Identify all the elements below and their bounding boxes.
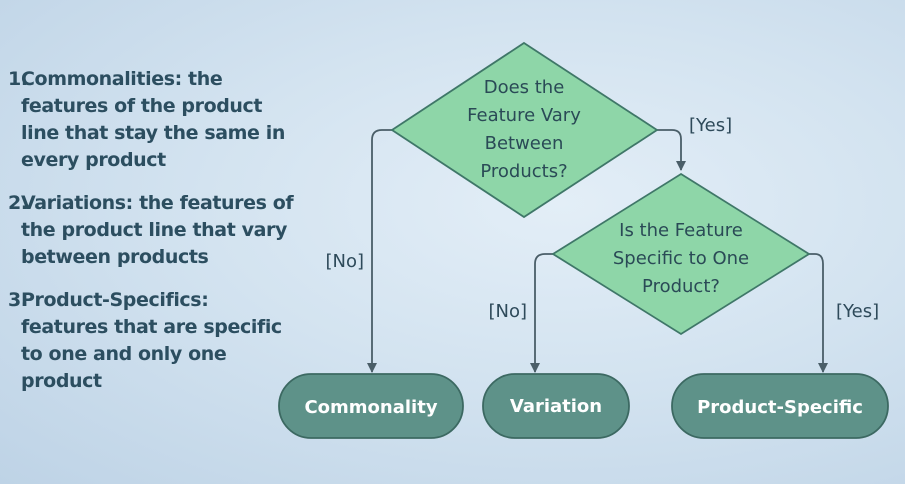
connector-d2-no [530,253,553,373]
decision-text-line: Does the [484,77,565,98]
list-item-text: Variations: the features of the product … [21,192,294,268]
label-d2-no: [No] [488,301,527,322]
terminal-shape [671,373,889,439]
list-item-text: Commonalities: the features of the produ… [21,68,285,171]
decision-text-line: Products? [480,161,567,182]
decision-diamond-shape [551,172,811,336]
list-item-commonalities: 1. Commonalities: the features of the pr… [8,66,300,174]
list-item-number: 1. [8,68,28,90]
terminal-shape [482,373,630,439]
terminal-product-specific: Product-Specific [671,373,889,439]
list-item-product-specifics: 3. Product-Specifics: features that are … [8,287,300,395]
terminal-shape [278,373,464,439]
label-d1-no: [No] [325,251,364,272]
connector-d1-yes [657,129,686,171]
decision-text-line: Between [485,133,564,154]
list-item-number: 3. [8,289,28,311]
terminal-label: Product-Specific [697,397,863,418]
terminal-variation: Variation [482,373,630,439]
list-item-number: 2. [8,192,28,214]
feature-type-list: 1. Commonalities: the features of the pr… [8,66,300,411]
decision-text-line: Product? [642,276,720,297]
label-d1-yes: [Yes] [689,115,732,136]
decision-diamond-shape [390,41,659,219]
terminal-label: Variation [510,396,602,417]
label-d2-yes: [Yes] [836,301,879,322]
decision-text-line: Feature Vary [467,105,581,126]
connector-d2-yes [809,253,828,373]
connector-d1-no [367,129,392,373]
terminal-commonality: Commonality [278,373,464,439]
decision-text-line: Is the Feature [619,220,743,241]
decision-text-line: Specific to One [613,248,749,269]
terminal-label: Commonality [304,397,437,418]
list-item-variations: 2. Variations: the features of the produ… [8,190,300,271]
decision-feature-vary: Does the Feature Vary Between Products? [390,41,659,219]
decision-feature-specific: Is the Feature Specific to One Product? [551,172,811,336]
list-item-text: Product-Specifics: features that are spe… [21,289,282,392]
